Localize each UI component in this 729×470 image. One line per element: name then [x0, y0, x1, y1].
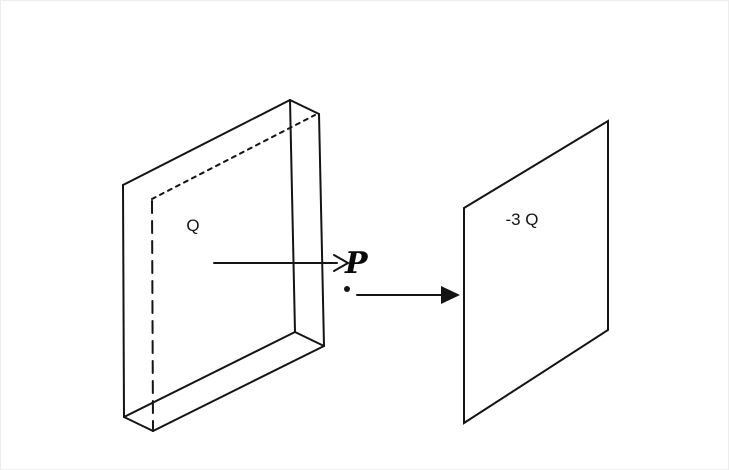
slab-hidden-back-top-edge — [151, 114, 316, 200]
arrow-to-plane — [356, 286, 460, 304]
arrow-to-point-p-head-lower — [333, 262, 349, 272]
charged-slab: Q — [122, 99, 325, 432]
charged-plane-outline — [463, 119, 609, 425]
slab-back-bottom-edge — [152, 345, 325, 432]
slab-bottom-left-connector — [123, 416, 154, 432]
slab-front-bottom-edge — [123, 331, 296, 418]
point-p-dot — [344, 286, 350, 292]
slab-back-right-edge — [318, 113, 325, 347]
slab-front-right-edge — [289, 99, 296, 333]
slab-front-top-edge — [122, 99, 291, 186]
slab-charge-label: Q — [186, 216, 199, 235]
point-p-label: P — [344, 246, 369, 281]
plane-charge-label: -3 Q — [505, 210, 538, 229]
arrow-to-plane-head — [441, 286, 460, 304]
slab-front-left-edge — [122, 184, 125, 418]
charged-plane: -3 Q — [463, 119, 609, 425]
arrow-to-point-p — [213, 254, 349, 272]
slab-bottom-right-connector — [294, 331, 325, 347]
slab-hidden-back-left-edge — [151, 200, 154, 430]
slab-top-right-connector — [289, 99, 320, 115]
arrow-to-point-p-head-upper — [333, 254, 349, 264]
